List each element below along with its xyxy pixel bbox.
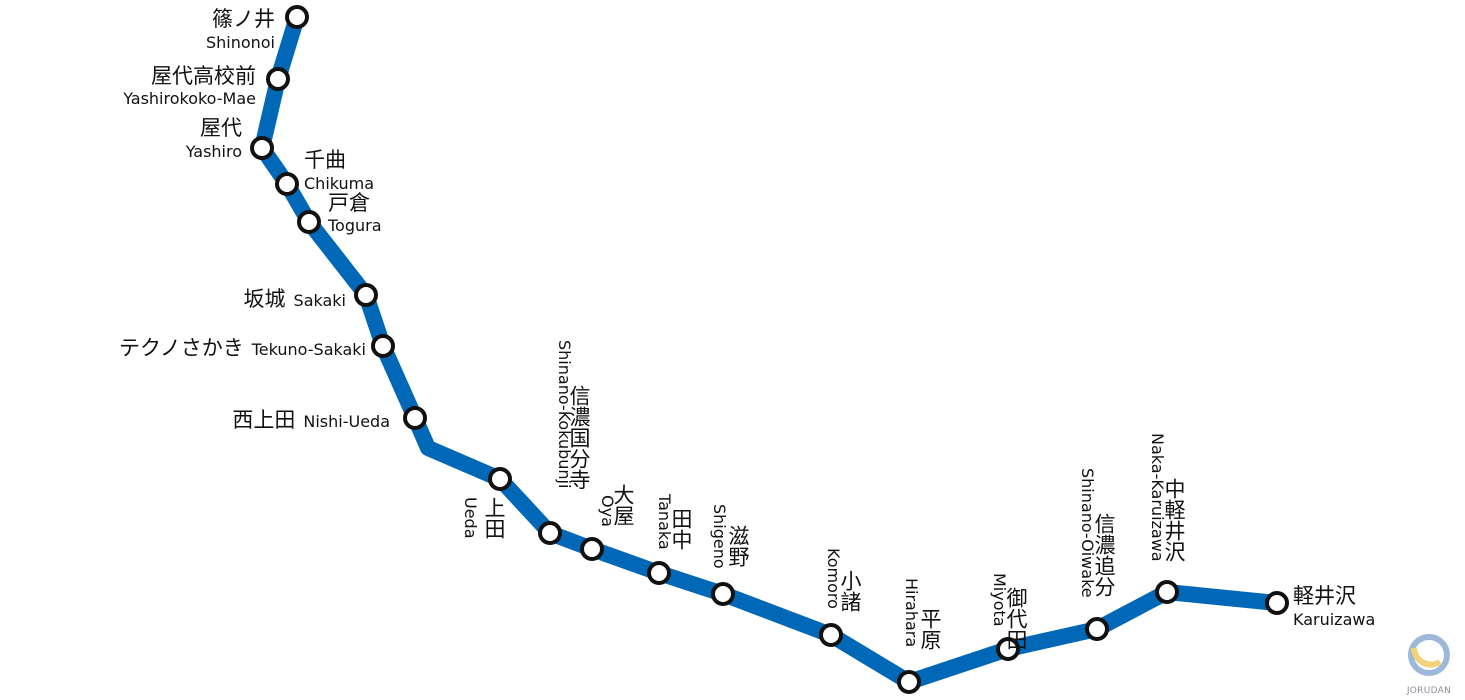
station-name-en: Tanaka <box>655 493 674 550</box>
station-name-en: Togura <box>327 216 382 235</box>
station-marker[interactable] <box>371 334 395 358</box>
jorudan-logo: JORUDAN <box>1406 634 1451 696</box>
station-marker[interactable] <box>1085 617 1109 641</box>
station-marker[interactable] <box>1265 591 1289 615</box>
station-name-en: Yashirokoko-Mae <box>122 89 256 108</box>
station-name-jp: 篠ノ井 <box>212 7 275 31</box>
station-label: 西上田 Nishi-Ueda <box>232 408 390 432</box>
station-marker[interactable] <box>1155 580 1179 604</box>
station-name-en: Sakaki <box>294 291 346 310</box>
station-name-en: Chikuma <box>304 174 374 193</box>
station-name-en: Karuizawa <box>1293 610 1375 629</box>
route-line <box>254 9 1285 690</box>
station-marker[interactable] <box>488 467 512 491</box>
logo-moon-icon <box>1411 647 1442 668</box>
station-name-jp: 屋代高校前 <box>151 64 256 88</box>
station-label: 千曲 Chikuma <box>304 148 374 193</box>
station-name-en: Shigeno <box>710 504 729 569</box>
logo-text: JORUDAN <box>1406 686 1451 696</box>
station-name-en: Nishi-Ueda <box>303 412 390 431</box>
station-name-jp: 軽井沢 <box>1293 584 1356 608</box>
station-marker[interactable] <box>285 5 309 29</box>
station-name-jp: 中軽井沢 <box>1162 478 1186 562</box>
station-name-jp: 御代田 <box>1004 587 1028 650</box>
station-name-jp: 西上田 <box>232 408 295 432</box>
station-name-en: Oya <box>598 495 617 527</box>
station-marker[interactable] <box>297 210 321 234</box>
station-name-en: Shinonoi <box>206 33 275 52</box>
station-label: 坂城 Sakaki <box>244 287 346 311</box>
station-name-en: Shinano-Kokubunji <box>555 340 574 488</box>
station-marker[interactable] <box>250 136 274 160</box>
station-name-jp: 信濃追分 <box>1092 513 1116 597</box>
station-name-jp: 信濃国分寺 <box>567 385 591 490</box>
station-marker[interactable] <box>647 561 671 585</box>
station-name-en: Ueda <box>461 497 480 539</box>
station-label: 軽井沢 Karuizawa <box>1293 584 1375 629</box>
station-name-jp: 坂城 <box>244 287 286 311</box>
station-marker[interactable] <box>897 670 921 694</box>
station-marker[interactable] <box>266 67 290 91</box>
station-name-jp: 大屋 <box>611 484 635 526</box>
station-marker[interactable] <box>580 537 604 561</box>
station-marker[interactable] <box>275 172 299 196</box>
station-name-en: Shinano-Oiwake <box>1078 468 1097 598</box>
station-label: 篠ノ井 Shinonoi <box>206 7 275 52</box>
stations-layer <box>250 5 1289 694</box>
station-marker[interactable] <box>711 582 735 606</box>
station-name-jp: テクノさかき <box>119 336 244 360</box>
station-label: テクノさかき Tekuno-Sakaki <box>119 336 366 360</box>
station-name-jp: 戸倉 <box>328 191 370 215</box>
station-name-en: Naka-Karuizawa <box>1148 433 1167 562</box>
station-marker[interactable] <box>403 406 427 430</box>
station-name-en: Komoro <box>824 548 843 609</box>
station-marker[interactable] <box>996 637 1020 661</box>
station-name-jp: 田中 <box>669 508 693 550</box>
station-name-jp: 平原 <box>918 608 942 650</box>
station-name-en: Tekuno-Sakaki <box>251 340 366 359</box>
station-label: 屋代 Yashiro <box>185 116 242 161</box>
station-name-en: Miyota <box>990 573 1009 627</box>
station-name-en: Yashiro <box>185 142 242 161</box>
station-name-jp: 屋代 <box>200 116 242 140</box>
station-name-jp: 千曲 <box>304 148 346 172</box>
station-marker[interactable] <box>538 521 562 545</box>
station-name-jp: 滋野 <box>726 525 750 567</box>
logo-ring-icon <box>1408 634 1450 676</box>
station-name-en: Hirahara <box>902 578 921 647</box>
station-name-jp: 小諸 <box>838 570 862 612</box>
station-name-jp: 上田 <box>482 497 506 539</box>
station-marker[interactable] <box>819 623 843 647</box>
station-marker[interactable] <box>354 283 378 307</box>
